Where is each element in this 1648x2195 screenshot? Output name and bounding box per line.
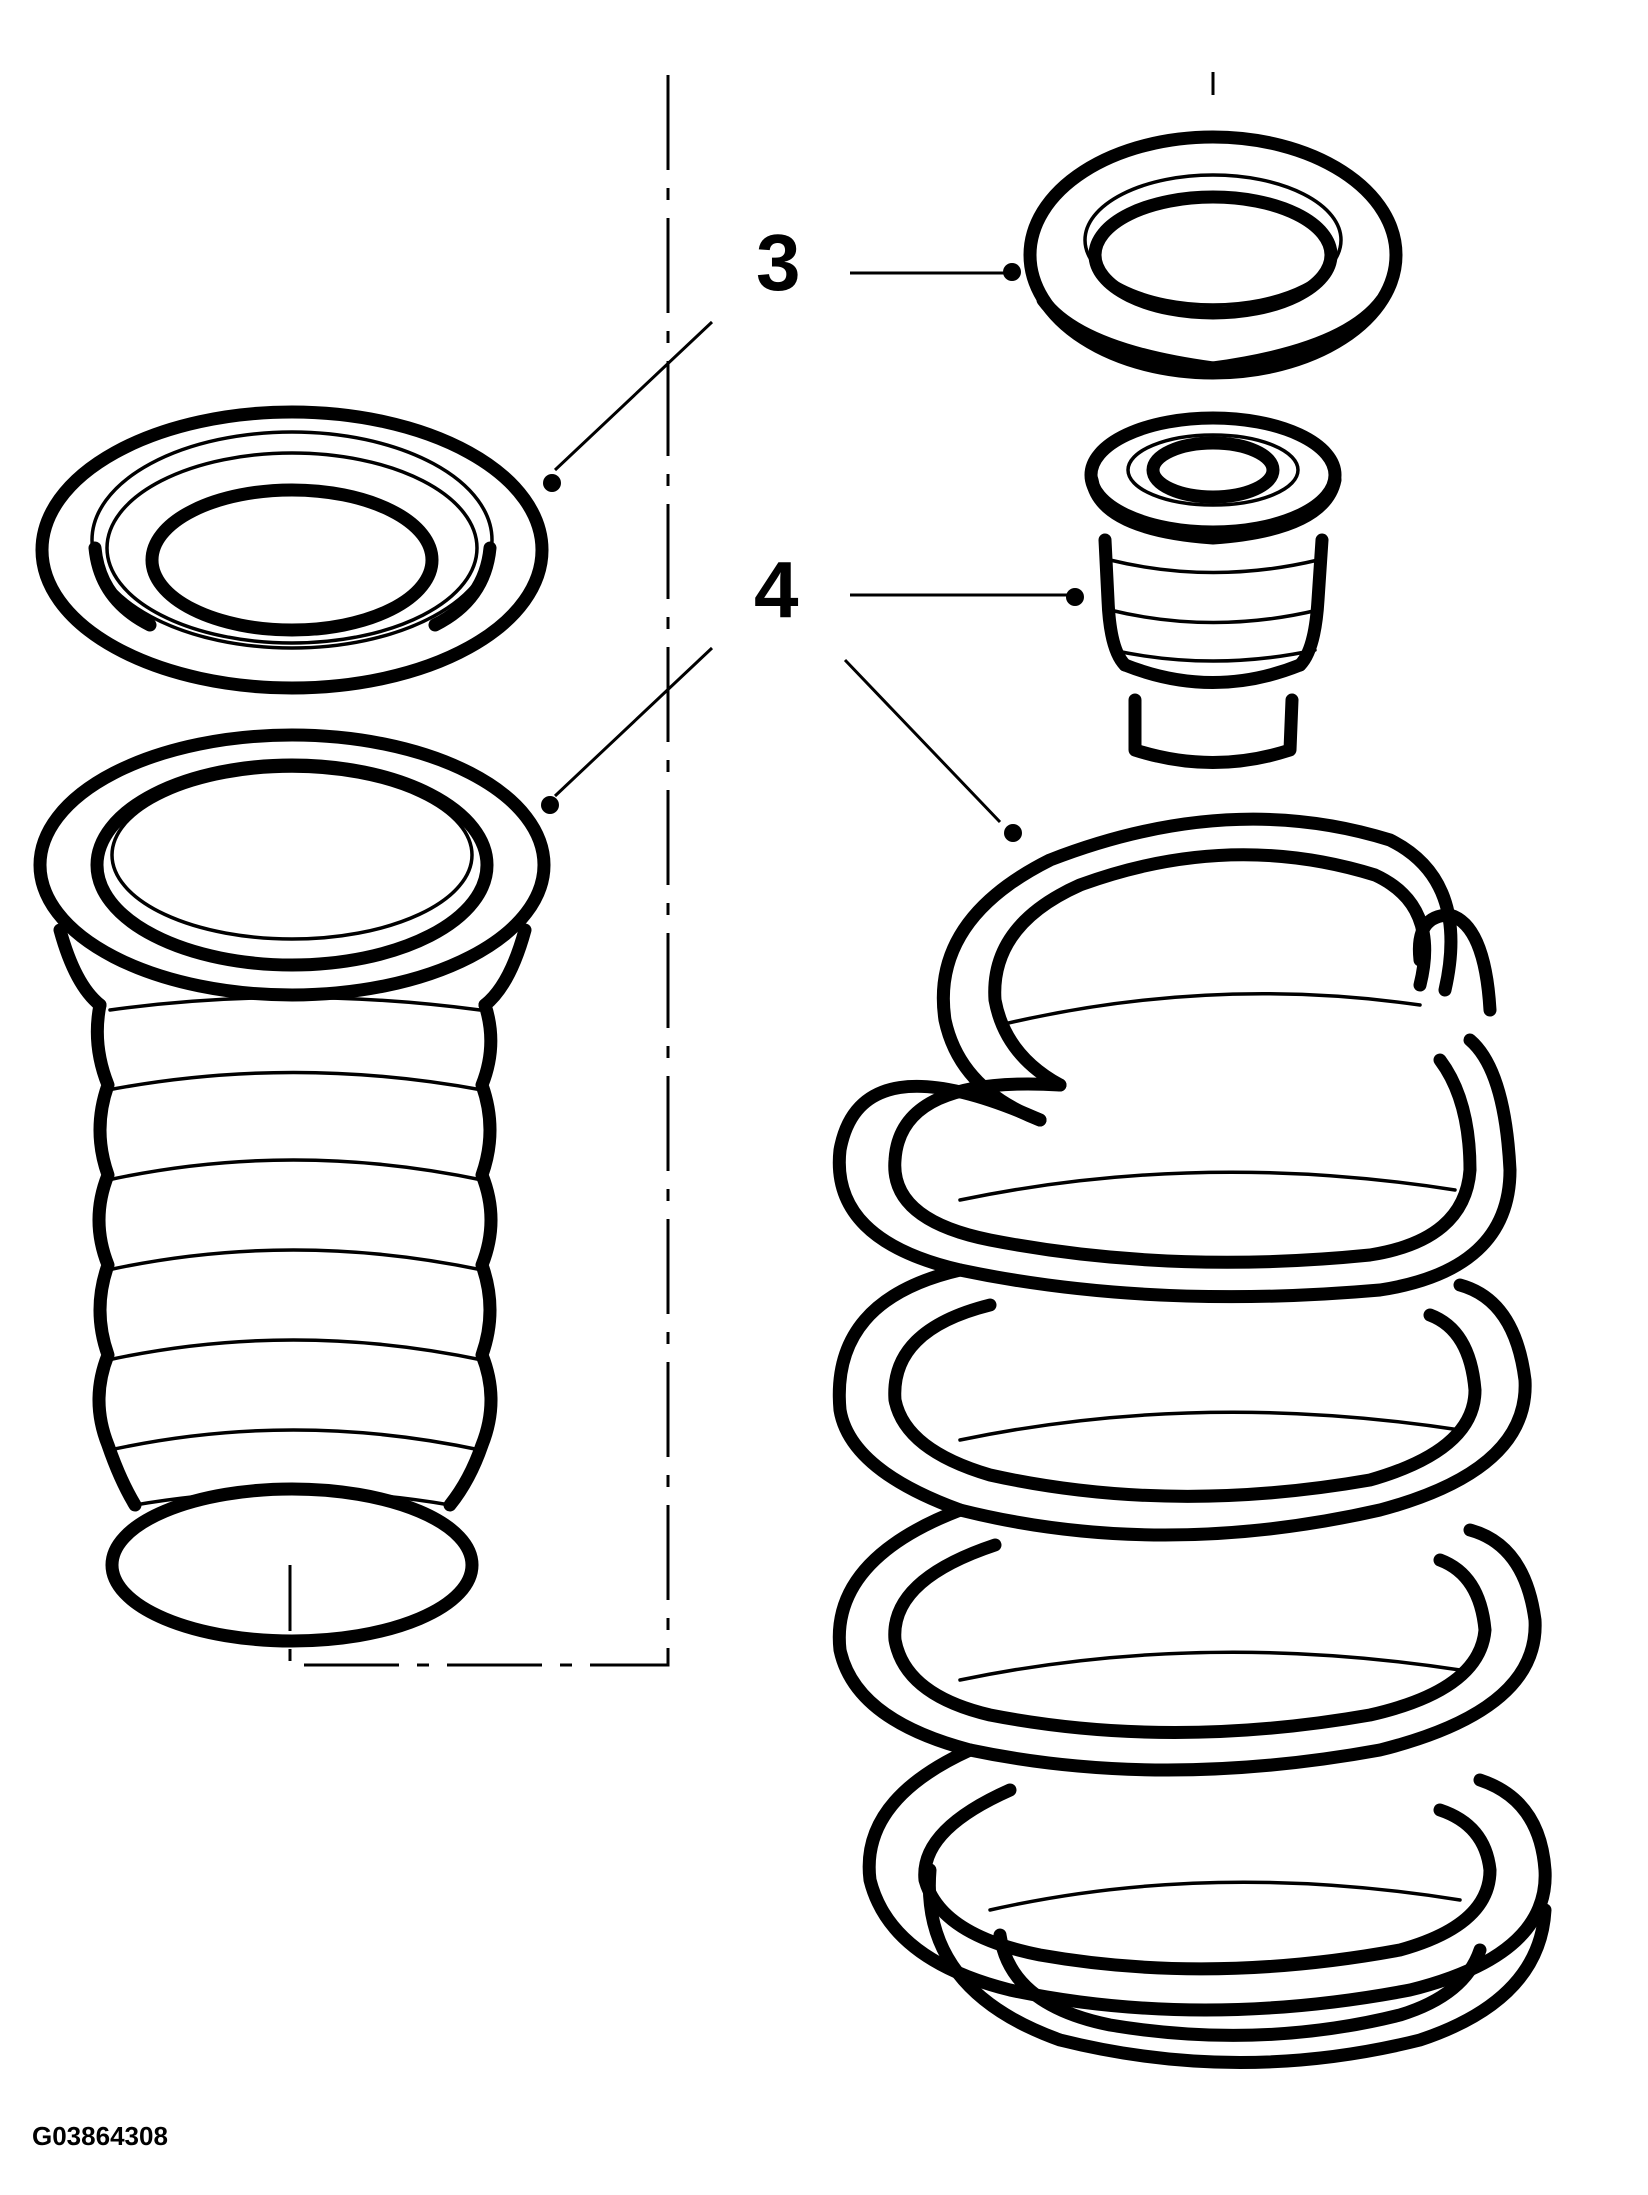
spring-seat-right <box>1023 130 1403 380</box>
callout-label-3: 3 <box>756 218 801 307</box>
figure-code: G03864308 <box>32 2121 168 2151</box>
callout-dot-4-right <box>1066 588 1084 606</box>
callout-dot-3-right <box>1003 263 1021 281</box>
coil-spring <box>832 812 1552 2069</box>
callout-dot-3-left <box>543 474 561 492</box>
callout-dot-4-spring <box>1004 824 1022 842</box>
callout-label-4: 4 <box>754 545 799 634</box>
spring-seat-left <box>35 405 549 695</box>
protective-boot <box>33 728 551 1648</box>
callout-dot-4-left <box>541 796 559 814</box>
bump-stop-right <box>1084 411 1342 769</box>
callout-leaders <box>541 263 1084 842</box>
assembly-centerlines <box>288 72 1215 1667</box>
